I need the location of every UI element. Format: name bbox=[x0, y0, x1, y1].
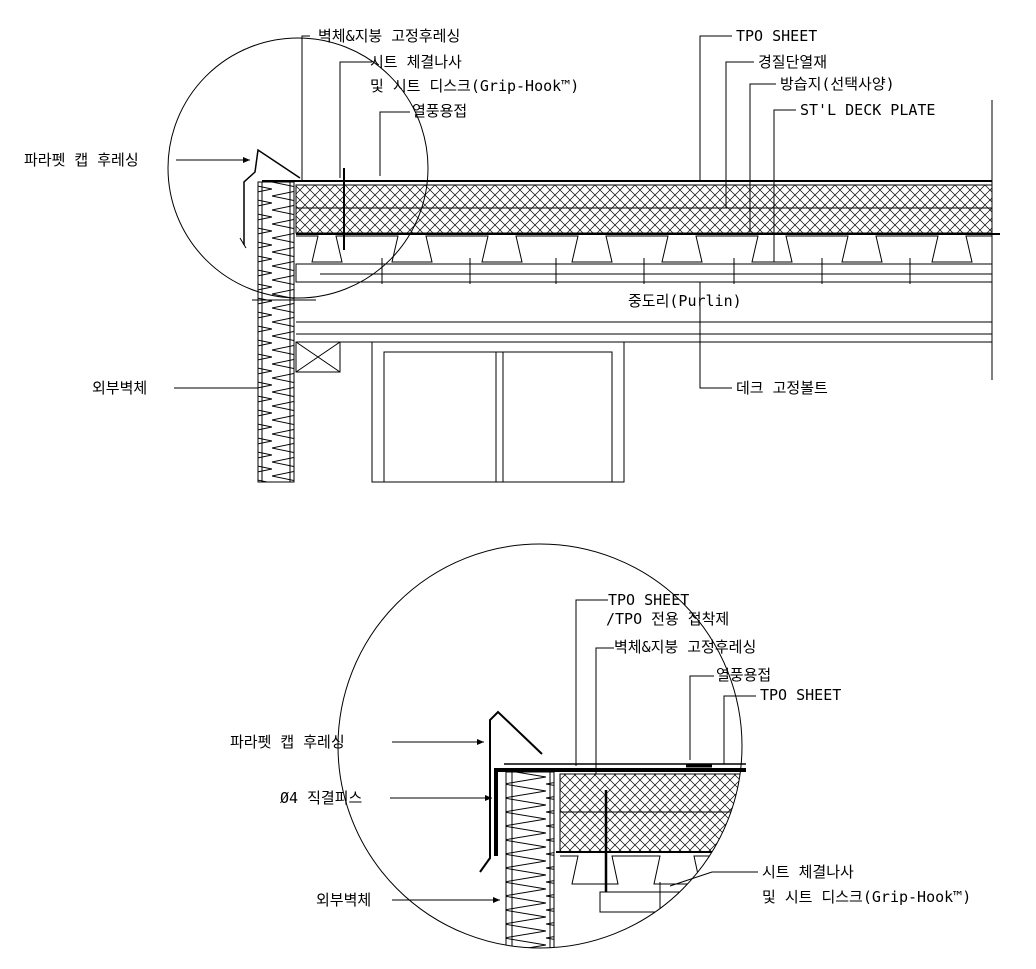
top-label-tpo-sheet: TPO SHEET bbox=[736, 27, 817, 45]
bottom-tpo-sheet-wrap bbox=[494, 768, 746, 856]
bottom-rigid-insulation bbox=[559, 773, 742, 853]
top-exterior-wall-panel bbox=[257, 181, 295, 483]
top-deck-bolts bbox=[381, 258, 911, 284]
bottom-parapet-cap-flashing bbox=[479, 710, 543, 873]
top-label-deck-plate: ST'L DECK PLATE bbox=[800, 101, 935, 119]
top-parapet-cap-flashing bbox=[243, 148, 301, 245]
top-label-exterior-wall: 외부벽체 bbox=[92, 379, 147, 397]
bottom-label-tpo-sheet-2: TPO SHEET bbox=[760, 686, 841, 704]
bottom-label-wall-roof-flashing: 벽체&지붕 고정후레싱 bbox=[614, 638, 756, 656]
top-window-frame bbox=[371, 341, 625, 483]
top-deck-plate bbox=[296, 235, 992, 263]
top-label-parapet-cap: 파라펫 캡 후레싱 bbox=[24, 151, 139, 169]
top-label-rigid-insulation: 경질단열재 bbox=[758, 53, 827, 71]
bottom-label-tpo-adhesive: /TPO 전용 접착제 bbox=[606, 610, 729, 628]
top-label-deck-bolt: 데크 고정볼트 bbox=[736, 379, 828, 397]
bottom-label-direct-screw: Ø4 직결피스 bbox=[280, 789, 362, 807]
bottom-detail bbox=[337, 543, 758, 949]
top-rigid-insulation bbox=[295, 184, 993, 234]
bottom-label-parapet-cap: 파라펫 캡 후레싱 bbox=[230, 733, 345, 751]
top-label-sheet-screw-2: 및 시트 디스크(Grip-Hook™) bbox=[370, 77, 579, 95]
top-label-hot-air-weld: 열풍용접 bbox=[412, 102, 467, 120]
bottom-label-tpo-sheet-1: TPO SHEET bbox=[608, 591, 689, 609]
top-detail-callout-circle bbox=[167, 37, 429, 299]
top-detail bbox=[167, 35, 1000, 483]
bottom-deck-plate bbox=[560, 855, 742, 885]
top-label-vapor-barrier: 방습지(선택사양) bbox=[780, 75, 895, 93]
top-label-sheet-screw-1: 시트 체결나사 bbox=[370, 53, 462, 71]
bottom-label-hot-air-weld: 열풍용접 bbox=[716, 666, 771, 684]
bottom-label-sheet-screw-2: 및 시트 디스크(Grip-Hook™) bbox=[762, 888, 971, 906]
bottom-exterior-wall-panel bbox=[505, 771, 555, 948]
bottom-label-exterior-wall: 외부벽체 bbox=[316, 891, 371, 909]
top-label-wall-roof-flashing: 벽체&지붕 고정후레싱 bbox=[318, 27, 460, 45]
bottom-label-sheet-screw-1: 시트 체결나사 bbox=[762, 863, 854, 881]
top-label-purlin: 중도리(Purlin) bbox=[628, 292, 742, 310]
